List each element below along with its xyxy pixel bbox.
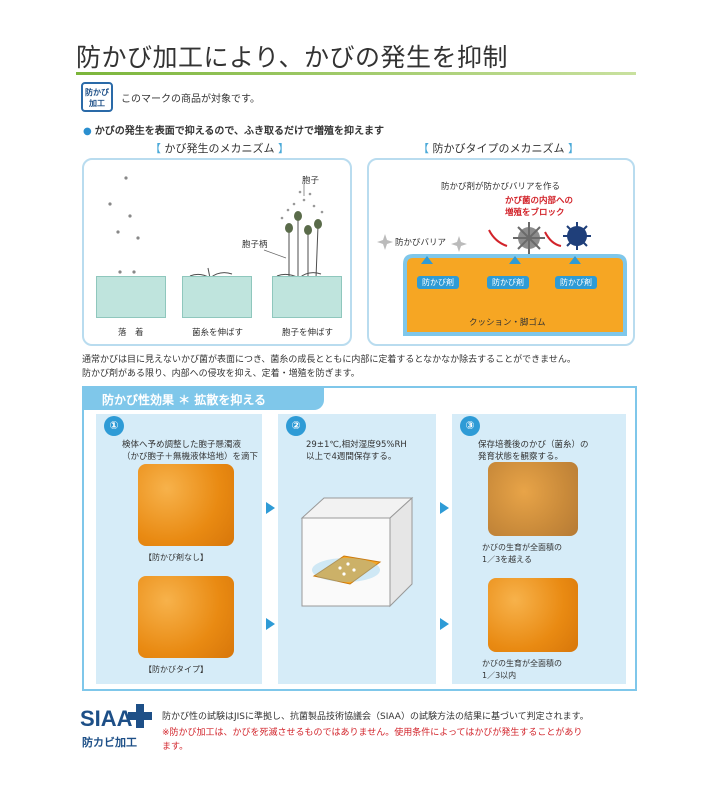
- surface-block-2: [182, 276, 252, 318]
- step-3-text-2: 発育状態を観察する。: [478, 452, 564, 462]
- agent-label-2: 防かび剤: [487, 276, 529, 289]
- effect-title: 防かび性効果 ＊ 拡散を抑える: [102, 393, 266, 407]
- lead-text: ●かびの発生を表面で抑えるので、ふき取るだけで増殖を抑えます: [83, 122, 384, 137]
- right-section-title-text: 防かびタイプのメカニズム: [429, 142, 568, 155]
- result-sample-1: [488, 462, 578, 536]
- title-underline: [76, 72, 636, 75]
- arrow-right-icon: [440, 618, 449, 630]
- page-title: 防かび加工により、かびの発生を抑制: [76, 43, 509, 72]
- siaa-cross-icon: [128, 704, 152, 728]
- badge-line2: 加工: [89, 99, 105, 108]
- caption-1: 落 着: [118, 328, 144, 338]
- bracket-open: 【: [418, 142, 429, 155]
- agent-label-1: 防かび剤: [417, 276, 459, 289]
- antimold-illustration: [377, 222, 627, 336]
- explanation-line-2: 防かび剤がある限り、内部への侵攻を抑え、定着・増殖を防ぎます。: [82, 369, 360, 379]
- result-1-line-1: かびの生育が全面積の: [482, 543, 562, 552]
- result-2-line-1: かびの生育が全面積の: [482, 659, 562, 668]
- left-section-title: 【 かび発生のメカニズム 】: [150, 140, 289, 156]
- label-agent-type: 【防かびタイプ】: [144, 665, 208, 674]
- antimold-mark-badge: 防かび 加工: [81, 82, 113, 112]
- lead-text-content: かびの発生を表面で抑えるので、ふき取るだけで増殖を抑えます: [94, 126, 385, 137]
- mold-germ-icon: [513, 222, 591, 254]
- sample-without-agent: [138, 464, 234, 546]
- footer-line-1: 防かび性の試験はJISに準拠し、抗菌製品技術協議会（SIAA）の試験方法の結果に…: [162, 712, 589, 722]
- effect-panel: 防かび性効果 ＊ 拡散を抑える ① ② ③ 検体へ予め調整した胞子懸濁液 （かび…: [82, 386, 637, 691]
- antimold-mechanism-panel: 防かび剤が防かびバリアを作る かび菌の内部への 増殖をブロック 防かびバリア 防…: [367, 158, 635, 346]
- cushion-label: クッション・脚ゴム: [469, 318, 546, 328]
- surface-block-3: [272, 276, 342, 318]
- agent-label-3: 防かび剤: [555, 276, 597, 289]
- left-section-title-text: かび発生のメカニズム: [161, 142, 278, 155]
- arrow-right-icon: [440, 502, 449, 514]
- footer-line-2a: ※防かび加工は、かびを死滅させるものではありません。使用条件によってはかびが発生…: [162, 728, 583, 738]
- bracket-close: 】: [278, 142, 289, 155]
- incubation-box-illustration: [300, 496, 414, 608]
- caption-3: 胞子を伸ばす: [282, 328, 334, 338]
- siaa-subtitle: 防カビ加工: [82, 736, 137, 749]
- badge-line1: 防かび: [85, 88, 109, 97]
- barrier-text: 防かび剤が防かびバリアを作る: [441, 182, 561, 192]
- block-text-1: かび菌の内部への: [505, 196, 574, 206]
- result-sample-2: [488, 578, 578, 652]
- stalk-label: 胞子柄: [242, 240, 268, 250]
- siaa-logo: SIAA: [80, 706, 133, 731]
- barrier-label: 防かびバリア: [395, 238, 447, 248]
- caption-2: 菌糸を伸ばす: [192, 328, 244, 338]
- step-2-number: ②: [286, 416, 306, 436]
- step-1-number: ①: [104, 416, 124, 436]
- step-1-text-1: 検体へ予め調整した胞子懸濁液: [122, 440, 242, 450]
- spore-label: 胞子: [302, 176, 320, 186]
- bracket-open: 【: [150, 142, 161, 155]
- step-2-text-2: 以上で4週間保存する。: [306, 452, 397, 462]
- step-1-text-2: （かび胞子＋無機液体培地）を滴下: [122, 452, 259, 462]
- arrow-right-icon: [266, 502, 275, 514]
- mold-mechanism-panel: 胞子 胞子柄 落 着 菌糸を伸ばす 胞子を伸ばす: [82, 158, 352, 346]
- block-text-2: 増殖をブロック: [505, 208, 565, 218]
- sample-with-agent: [138, 576, 234, 658]
- bracket-close: 】: [568, 142, 579, 155]
- arrow-right-icon: [266, 618, 275, 630]
- result-2-line-2: 1／3以内: [482, 671, 517, 680]
- explanation-line-1: 通常かびは目に見えないかび菌が表面につき、菌糸の成長とともに内部に定着するとなか…: [82, 355, 576, 365]
- effect-title-bar: [84, 388, 324, 410]
- step-3-text-1: 保存培養後のかび（菌糸）の: [478, 440, 589, 450]
- mold-mechanism-illustration: [108, 176, 324, 289]
- step-2-text-1: 29±1℃,相対湿度95%RH: [306, 440, 407, 450]
- surface-block-1: [96, 276, 166, 318]
- mark-description: このマークの商品が対象です。: [121, 94, 260, 105]
- label-no-agent: 【防かび剤なし】: [144, 553, 208, 562]
- step-3-number: ③: [460, 416, 480, 436]
- result-1-line-2: 1／3を越える: [482, 555, 532, 564]
- footer-line-2b: ます。: [162, 742, 189, 752]
- right-section-title: 【 防かびタイプのメカニズム 】: [418, 140, 579, 156]
- bullet-icon: ●: [83, 126, 92, 137]
